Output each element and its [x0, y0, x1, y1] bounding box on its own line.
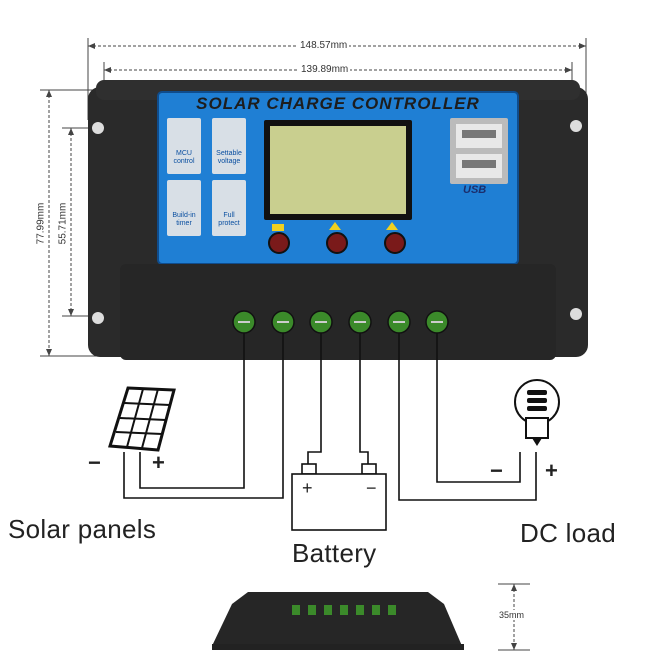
side-view	[212, 583, 530, 651]
outer-height-label: 77.99mm	[35, 200, 47, 247]
solar-plus-sign: +	[152, 450, 165, 475]
dc-load-label: DC load	[520, 518, 617, 548]
outer-width-label: 148.57mm	[298, 40, 350, 51]
controller-body	[88, 80, 588, 360]
feature-timer-line1: Build-in	[172, 212, 196, 219]
wiring	[123, 333, 537, 501]
load-plus-sign: +	[545, 458, 558, 483]
battery-icon	[291, 463, 387, 531]
solar-minus-sign: −	[88, 450, 101, 475]
inner-width-label: 139.89mm	[299, 64, 351, 75]
solar-panel-icon	[108, 386, 176, 452]
usb-label: USB	[463, 184, 487, 196]
feature-mcu-line1: MCU	[176, 150, 192, 157]
device-title: SOLAR CHARGE CONTROLLER	[196, 94, 480, 113]
terminal-screws	[232, 310, 449, 334]
feature-timer-line2: timer	[176, 220, 192, 227]
bulb-icon	[514, 379, 560, 446]
feature-mcu-line2: control	[173, 158, 195, 165]
battery-label: Battery	[292, 538, 377, 568]
battery-plus-sign: +	[302, 478, 313, 498]
front-buttons	[268, 222, 406, 254]
battery-minus-sign: −	[366, 478, 377, 498]
feature-voltage-line2: voltage	[217, 158, 241, 165]
load-minus-sign: −	[490, 458, 503, 483]
solar-panels-label: Solar panels	[8, 514, 157, 544]
feature-voltage-line1: Settable	[216, 150, 242, 157]
inner-height-label: 55.71mm	[57, 200, 69, 247]
feature-protect-line2: protect	[218, 220, 240, 227]
feature-protect-line1: Full	[223, 212, 235, 219]
usb-ports	[450, 118, 508, 184]
depth-label: 35mm	[498, 610, 526, 620]
